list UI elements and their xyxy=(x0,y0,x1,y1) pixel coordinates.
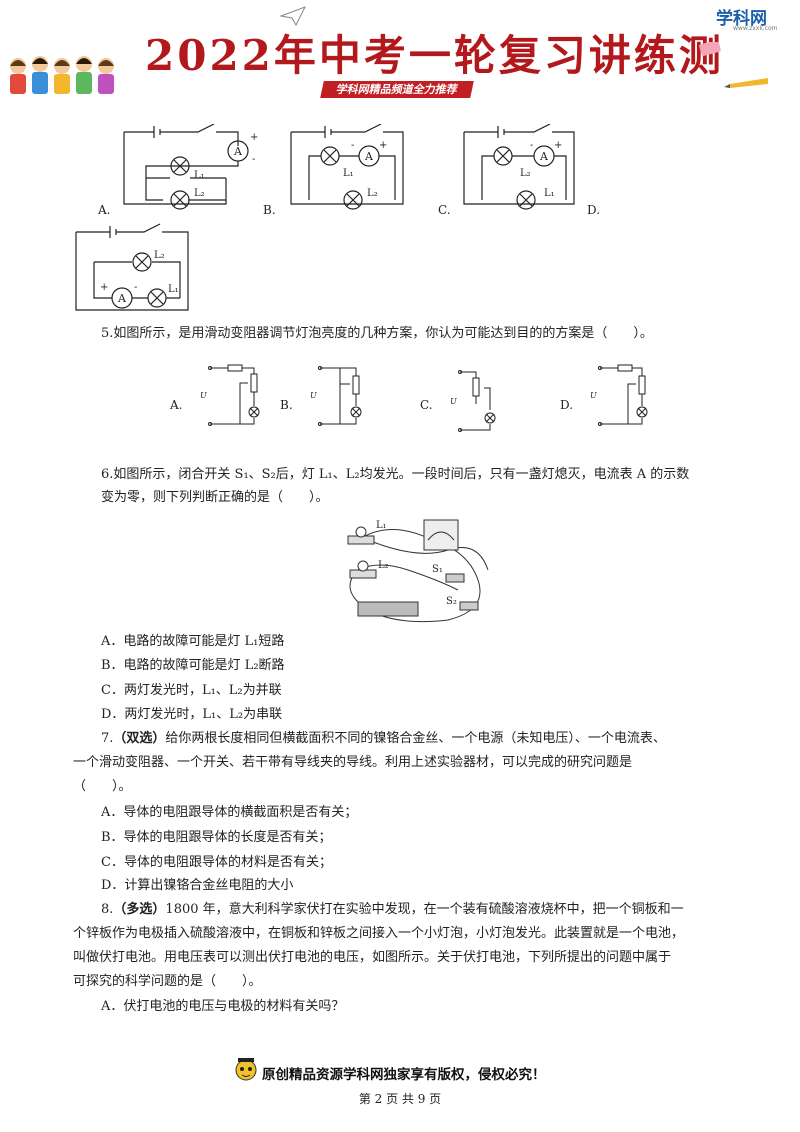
svg-text:L₂: L₂ xyxy=(194,188,205,199)
circuit-diagram-d: A + - L₂ L₁ xyxy=(75,223,189,311)
q5-option-b: B. xyxy=(280,398,293,412)
svg-text:+: + xyxy=(250,132,258,143)
children-illustration-icon xyxy=(10,56,114,94)
svg-text:U: U xyxy=(200,391,207,400)
circuit-diagram-a: A + - L₁ L₂ xyxy=(123,124,258,210)
eraser-pencil-icon xyxy=(699,42,768,88)
svg-text:A: A xyxy=(117,292,127,305)
q4-option-d: D. xyxy=(587,203,601,217)
page-header: 2022年中考一轮复习讲练测 学科网精品频道全力推荐 学科网 www.zxxk.… xyxy=(0,0,800,112)
q8-stem-line1: 8.（多选）1800 年，意大利科学家伏打在实验中发现，在一个装有硫酸溶液烧杯中… xyxy=(101,901,684,919)
circuit-diagram-c: A - + L₂ L₁ xyxy=(463,124,575,210)
svg-text:U: U xyxy=(590,391,597,400)
svg-text:U: U xyxy=(310,391,317,400)
rheostat-diagram-d: U xyxy=(590,364,648,426)
q6-stem-line1: 6.如图所示，闭合开关 S₁、S₂后，灯 L₁、L₂均发光。一段时间后，只有一盏… xyxy=(101,467,690,482)
svg-text:U: U xyxy=(450,397,457,406)
page-number: 第 2 页 共 9 页 xyxy=(358,1092,442,1106)
q7-number: 7. xyxy=(101,731,114,746)
q4-option-b: B. xyxy=(263,203,276,217)
site-logo: 学科网 xyxy=(716,9,767,29)
svg-text:L₂: L₂ xyxy=(520,168,531,179)
q7-stem-line3: （ ）。 xyxy=(73,779,132,794)
physical-circuit-illustration: L₁ L₂ S₁ S₂ xyxy=(347,519,489,623)
q6-option-b: B．电路的故障可能是灯 L₂断路 xyxy=(101,658,285,673)
svg-text:+: + xyxy=(100,282,108,293)
svg-text:A: A xyxy=(539,150,549,163)
svg-text:L₁: L₁ xyxy=(194,170,205,181)
header-title: 2022年中考一轮复习讲练测 xyxy=(145,31,724,80)
rheostat-diagram-a: U xyxy=(200,364,260,426)
circuit-diagram-b: A - + L₁ L₂ xyxy=(290,124,404,210)
site-logo-url: www.zxxk.com xyxy=(733,25,778,32)
q8-stem-text: 1800 年，意大利科学家伏打在实验中发现，在一个装有硫酸溶液烧杯中，把一个铜板… xyxy=(165,902,684,917)
q7-option-c: C．导体的电阻跟导体的材料是否有关； xyxy=(101,855,332,870)
q7-stem-line2: 一个滑动变阻器、一个开关、若干带有导线夹的导线。利用上述实验器材，可以完成的研究… xyxy=(73,755,633,770)
svg-text:+: + xyxy=(554,140,562,151)
q5-option-a: A. xyxy=(170,398,183,412)
paper-plane-icon xyxy=(280,6,306,26)
svg-text:-: - xyxy=(530,140,533,151)
svg-text:L₂: L₂ xyxy=(378,560,389,571)
svg-text:-: - xyxy=(134,282,137,293)
q8-stem-line2: 个锌板作为电极插入硫酸溶液中，在铜板和锌板之间接入一个小灯泡，小灯泡发光。此装置… xyxy=(73,926,685,941)
q8-tag: （多选） xyxy=(113,902,166,917)
svg-text:+: + xyxy=(379,140,387,151)
svg-text:A: A xyxy=(233,145,243,158)
q7-option-b: B．导体的电阻跟导体的长度是否有关； xyxy=(101,830,332,845)
q7-stem-line1: 7.（双选）给你两根长度相同但横截面积不同的镍铬合金丝、一个电源（未知电压）、一… xyxy=(101,730,666,748)
q5-option-c: C. xyxy=(420,398,433,412)
svg-text:-: - xyxy=(351,140,354,151)
svg-text:S₁: S₁ xyxy=(432,564,443,575)
svg-text:-: - xyxy=(252,154,255,165)
q7-stem-text: 给你两根长度相同但横截面积不同的镍铬合金丝、一个电源（未知电压）、一个电流表、 xyxy=(165,731,666,746)
q5-option-d: D. xyxy=(560,398,574,412)
mascot-icon xyxy=(235,1058,257,1081)
q8-number: 8. xyxy=(101,902,114,917)
q7-option-d: D．计算出镍铬合金丝电阻的大小 xyxy=(101,878,294,893)
q6-option-c: C．两灯发光时，L₁、L₂为并联 xyxy=(101,683,282,698)
svg-text:L₁: L₁ xyxy=(544,188,555,199)
header-banner: 学科网精品频道全力推荐 xyxy=(320,81,474,98)
q5-stem: 5.如图所示，是用滑动变阻器调节灯泡亮度的几种方案，你认为可能达到目的的方案是（… xyxy=(101,326,653,341)
q6-option-d: D．两灯发光时，L₁、L₂为串联 xyxy=(101,707,283,722)
q7-option-a: A．导体的电阻跟导体的横截面积是否有关； xyxy=(101,805,358,820)
svg-text:L₁: L₁ xyxy=(168,284,179,295)
svg-text:A: A xyxy=(364,150,374,163)
svg-text:L₂: L₂ xyxy=(367,188,378,199)
q7-tag: （双选） xyxy=(113,731,166,746)
q6-stem-line2: 变为零，则下列判断正确的是（ ）。 xyxy=(101,490,329,505)
q8-option-a: A．伏打电池的电压与电极的材料有关吗？ xyxy=(101,999,345,1014)
q8-stem-line3: 叫做伏打电池。用电压表可以测出伏打电池的电压，如图所示。关于伏打电池，下列所提出… xyxy=(73,950,672,965)
svg-text:L₁: L₁ xyxy=(376,520,387,531)
copyright-note: 原创精品资源学科网独家享有版权，侵权必究！ xyxy=(262,1067,546,1083)
rheostat-diagram-b: U xyxy=(310,366,362,426)
q4-option-c: C. xyxy=(438,203,451,217)
q6-option-a: A．电路的故障可能是灯 L₁短路 xyxy=(101,634,285,649)
q4-option-a: A. xyxy=(98,203,111,217)
q8-stem-line4: 可探究的科学问题的是（ ）。 xyxy=(73,974,262,989)
svg-text:S₂: S₂ xyxy=(446,596,457,607)
svg-text:L₂: L₂ xyxy=(154,250,165,261)
rheostat-diagram-c: U xyxy=(450,370,496,432)
svg-text:L₁: L₁ xyxy=(343,168,354,179)
